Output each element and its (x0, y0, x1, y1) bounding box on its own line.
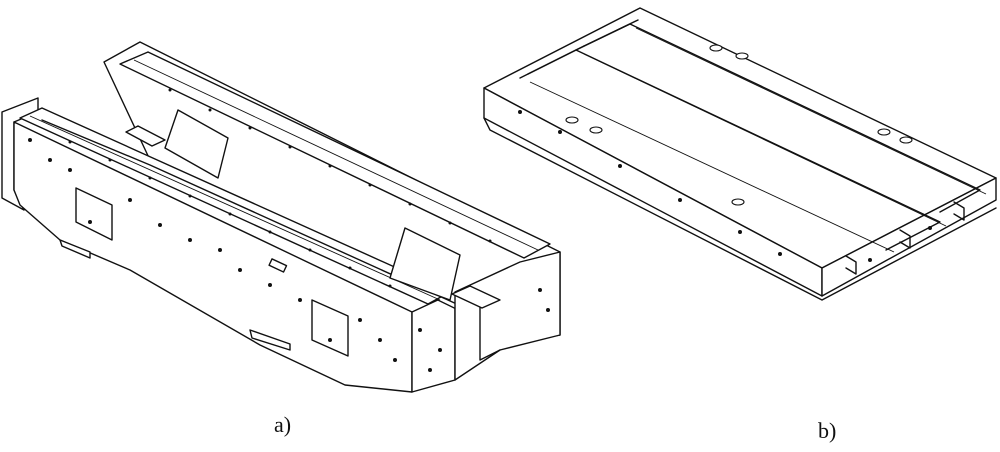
bed-right-end-face (411, 291, 456, 393)
table-holes (518, 44, 932, 262)
machine-bed-drawing (1, 41, 561, 393)
bed-rib-left (164, 109, 229, 179)
bed-top-block-left (125, 125, 166, 147)
bed-holes (28, 138, 550, 372)
bed-rib-right (389, 227, 461, 301)
bed-top-block-right (451, 285, 501, 309)
bed-window-right (311, 299, 349, 357)
caption-a: a) (274, 412, 292, 437)
bed-window-left (75, 187, 113, 241)
worktable-drawing (483, 7, 997, 301)
bed-inner-right-wall (454, 251, 561, 381)
caption-b: b) (818, 418, 837, 443)
table-t-slots (519, 19, 987, 253)
table-right-face (821, 177, 997, 297)
